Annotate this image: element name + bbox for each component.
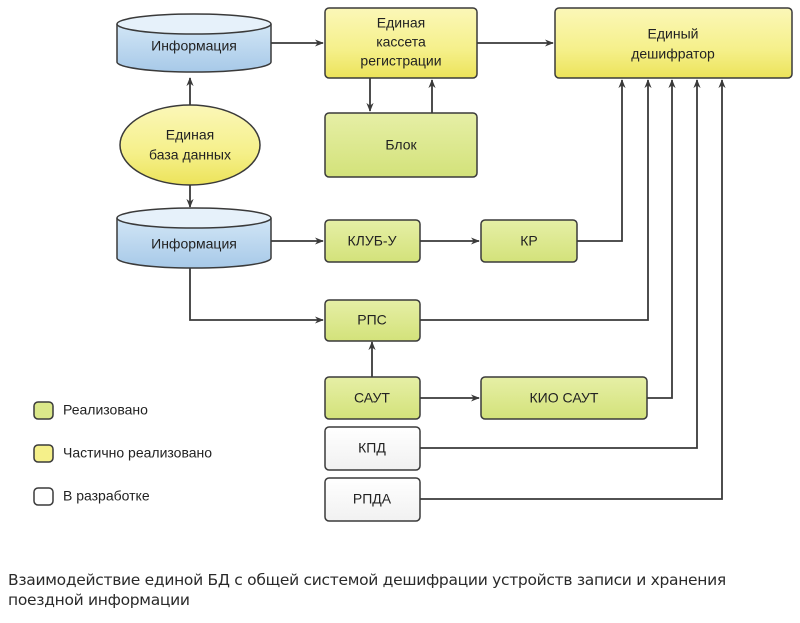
edges-layer bbox=[186, 39, 726, 500]
edge-info-bottom-to-rps bbox=[189, 268, 324, 324]
rect-shape bbox=[324, 7, 478, 79]
node-kpd-label: КПД bbox=[358, 440, 386, 456]
legend: Реализовано Частично реализовано В разра… bbox=[33, 401, 212, 506]
edge-rps-to-decoder bbox=[420, 79, 652, 321]
cylinder-body bbox=[116, 24, 272, 73]
rect-shape bbox=[480, 219, 578, 263]
cylinder-body bbox=[116, 218, 272, 269]
figure-caption: Взаимодействие единой БД с общей системо… bbox=[8, 571, 726, 609]
node-klub-u: КЛУБ-У bbox=[324, 219, 421, 263]
node-unified-db-label-line1: Единая bbox=[166, 127, 214, 143]
node-saut-label: САУТ bbox=[354, 390, 390, 406]
node-cassette: Единая кассета регистрации bbox=[324, 7, 478, 79]
node-decoder-label-line2: дешифратор bbox=[631, 46, 715, 62]
node-info-top-label: Информация bbox=[151, 38, 237, 54]
legend-label-in-development: В разработке bbox=[63, 488, 150, 504]
legend-swatch-partial bbox=[33, 444, 54, 463]
node-unified-db: Единая база данных bbox=[119, 104, 261, 186]
node-cassette-label-line3: регистрации bbox=[360, 53, 441, 69]
edge-kr-to-decoder bbox=[577, 79, 626, 242]
node-rpda: РПДА bbox=[324, 477, 421, 522]
edge-rpda-to-decoder bbox=[420, 79, 726, 500]
node-rps: РПС bbox=[324, 299, 421, 342]
node-block: Блок bbox=[324, 112, 478, 178]
node-block-label: Блок bbox=[385, 137, 417, 153]
legend-swatch-in-development bbox=[33, 487, 54, 506]
rect-shape bbox=[324, 219, 421, 263]
node-rpda-label: РПДА bbox=[353, 491, 392, 507]
node-decoder: Единый дешифратор bbox=[554, 7, 793, 79]
node-decoder-label-line1: Единый bbox=[648, 26, 699, 42]
node-info-bottom: Информация bbox=[116, 207, 272, 269]
edge-kio-saut-to-decoder bbox=[647, 79, 676, 399]
ellipse-shape bbox=[119, 104, 261, 186]
rect-shape bbox=[554, 7, 793, 79]
node-cassette-label-line1: Единая bbox=[377, 15, 425, 31]
node-kr: КР bbox=[480, 219, 578, 263]
legend-item-partial: Частично реализовано bbox=[33, 444, 212, 463]
rect-shape bbox=[480, 376, 648, 420]
cylinder-top bbox=[116, 207, 272, 229]
cylinder-top bbox=[116, 13, 272, 35]
node-info-top: Информация bbox=[116, 13, 272, 73]
node-kio-saut: КИО САУТ bbox=[480, 376, 648, 420]
legend-label-partial: Частично реализовано bbox=[63, 445, 212, 461]
legend-item-implemented: Реализовано bbox=[33, 401, 148, 420]
rect-shape bbox=[324, 426, 421, 471]
node-kio-saut-label: КИО САУТ bbox=[530, 390, 599, 406]
node-rps-label: РПС bbox=[357, 312, 387, 328]
node-cassette-label-line2: кассета bbox=[376, 34, 426, 50]
node-kpd: КПД bbox=[324, 426, 421, 471]
legend-label-implemented: Реализовано bbox=[63, 402, 148, 418]
legend-swatch-implemented bbox=[33, 401, 54, 420]
rect-shape bbox=[324, 477, 421, 522]
rect-shape bbox=[324, 299, 421, 342]
node-unified-db-label-line2: база данных bbox=[149, 147, 231, 163]
node-saut: САУТ bbox=[324, 376, 421, 420]
rect-shape bbox=[324, 376, 421, 420]
diagram-canvas: Информация Единая база данных Информация… bbox=[33, 7, 793, 522]
node-klub-u-label: КЛУБ-У bbox=[348, 233, 397, 249]
rect-shape bbox=[324, 112, 478, 178]
legend-item-in-development: В разработке bbox=[33, 487, 150, 506]
node-kr-label: КР bbox=[520, 233, 538, 249]
edge-kpd-to-decoder bbox=[420, 79, 701, 449]
node-info-bottom-label: Информация bbox=[151, 236, 237, 252]
